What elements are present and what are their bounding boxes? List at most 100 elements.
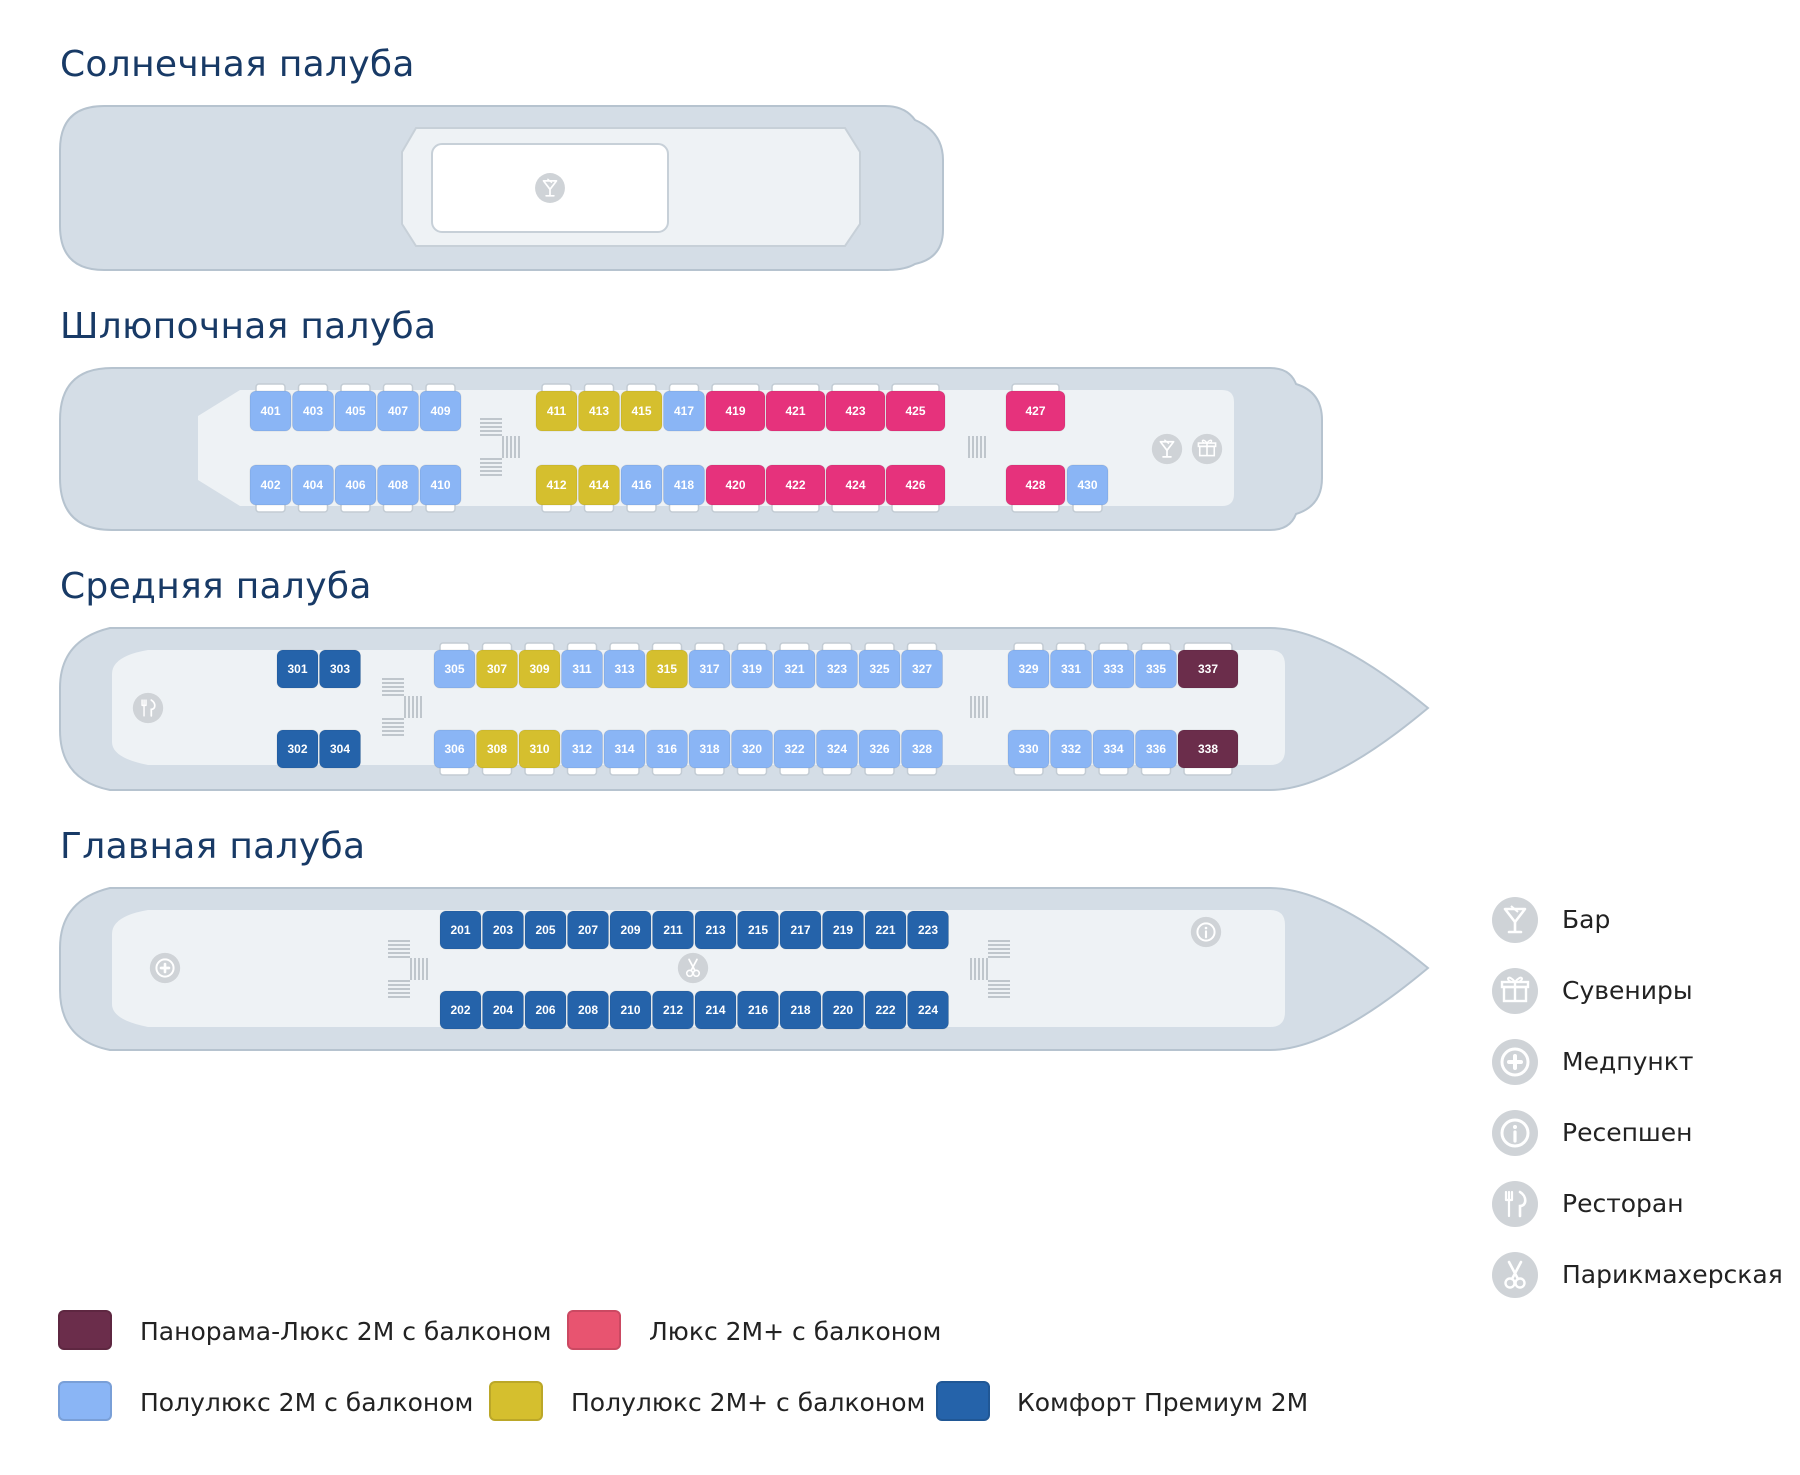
cabin-421[interactable]: 421 [765,383,826,432]
cabin-405[interactable]: 405 [334,383,377,432]
cabin-424[interactable]: 424 [825,464,886,513]
cabin-222[interactable]: 222 [864,990,907,1030]
cabin-404[interactable]: 404 [292,464,334,513]
cabin-312[interactable]: 312 [561,729,603,776]
cabin-208[interactable]: 208 [567,990,609,1030]
cabin-212[interactable]: 212 [652,990,694,1030]
cabin-408[interactable]: 408 [377,464,419,513]
cabin-206[interactable]: 206 [524,990,567,1030]
cabin-220[interactable]: 220 [822,990,864,1030]
cabin-number: 415 [631,404,651,418]
cabin-223[interactable]: 223 [907,910,949,950]
cabin-314[interactable]: 314 [603,729,646,776]
cabin-201[interactable]: 201 [439,910,482,950]
cabin-423[interactable]: 423 [825,383,886,432]
cabin-426[interactable]: 426 [885,464,946,513]
cabin-427[interactable]: 427 [1005,383,1066,432]
cabin-316[interactable]: 316 [646,729,688,776]
cabin-416[interactable]: 416 [620,464,663,513]
cabin-425[interactable]: 425 [885,383,946,432]
cabin-331[interactable]: 331 [1050,642,1092,689]
cabin-301[interactable]: 301 [276,649,319,689]
legend-swatch-semiplus [489,1381,543,1421]
cabin-413[interactable]: 413 [578,383,620,432]
cabin-210[interactable]: 210 [609,990,652,1030]
cabin-number: 335 [1146,662,1166,676]
legend-swatch-lux [567,1310,621,1350]
cabin-204[interactable]: 204 [482,990,524,1030]
cabin-number: 416 [631,478,651,492]
cabin-338[interactable]: 338 [1177,729,1239,776]
cabin-number: 202 [450,1003,470,1017]
cabin-309[interactable]: 309 [518,642,561,689]
cabin-306[interactable]: 306 [433,729,476,776]
cabin-number: 332 [1061,742,1081,756]
cabin-430[interactable]: 430 [1066,464,1109,513]
cabin-205[interactable]: 205 [524,910,567,950]
cabin-422[interactable]: 422 [765,464,826,513]
cabin-407[interactable]: 407 [377,383,419,432]
cabin-418[interactable]: 418 [663,464,705,513]
cabin-217[interactable]: 217 [779,910,822,950]
cabin-number: 215 [748,923,768,937]
cabin-334[interactable]: 334 [1092,729,1135,776]
cabin-317[interactable]: 317 [688,642,731,689]
cabin-313[interactable]: 313 [603,642,646,689]
cabin-319[interactable]: 319 [731,642,773,689]
cabin-330[interactable]: 330 [1007,729,1050,776]
cabin-414[interactable]: 414 [578,464,620,513]
cabin-207[interactable]: 207 [567,910,609,950]
cabin-328[interactable]: 328 [901,729,943,776]
cabin-211[interactable]: 211 [652,910,694,950]
cabin-332[interactable]: 332 [1050,729,1092,776]
cabin-224[interactable]: 224 [907,990,949,1030]
cabin-209[interactable]: 209 [609,910,652,950]
cabin-221[interactable]: 221 [864,910,907,950]
cabin-402[interactable]: 402 [249,464,292,513]
cabin-323[interactable]: 323 [816,642,858,689]
cabin-403[interactable]: 403 [292,383,334,432]
cabin-325[interactable]: 325 [858,642,901,689]
cabin-412[interactable]: 412 [535,464,578,513]
cabin-336[interactable]: 336 [1135,729,1177,776]
cabin-417[interactable]: 417 [663,383,705,432]
cabin-320[interactable]: 320 [731,729,773,776]
cabin-415[interactable]: 415 [620,383,663,432]
cabin-315[interactable]: 315 [646,642,688,689]
cabin-419[interactable]: 419 [705,383,766,432]
cabin-335[interactable]: 335 [1135,642,1177,689]
cabin-215[interactable]: 215 [737,910,779,950]
cabin-305[interactable]: 305 [433,642,476,689]
cabin-308[interactable]: 308 [476,729,518,776]
cabin-214[interactable]: 214 [694,990,737,1030]
cabin-202[interactable]: 202 [439,990,482,1030]
cabin-327[interactable]: 327 [901,642,943,689]
cabin-337[interactable]: 337 [1177,642,1239,689]
cabin-number: 428 [1025,478,1045,492]
cabin-406[interactable]: 406 [334,464,377,513]
cabin-326[interactable]: 326 [858,729,901,776]
cabin-311[interactable]: 311 [561,642,603,689]
cabin-322[interactable]: 322 [773,729,816,776]
cabin-203[interactable]: 203 [482,910,524,950]
cabin-410[interactable]: 410 [419,464,462,513]
cabin-401[interactable]: 401 [249,383,292,432]
cabin-428[interactable]: 428 [1005,464,1066,513]
cabin-216[interactable]: 216 [737,990,779,1030]
cabin-310[interactable]: 310 [518,729,561,776]
cabin-304[interactable]: 304 [319,729,361,769]
cabin-420[interactable]: 420 [705,464,766,513]
cabin-411[interactable]: 411 [535,383,578,432]
cabin-324[interactable]: 324 [816,729,858,776]
cabin-329[interactable]: 329 [1007,642,1050,689]
cabin-302[interactable]: 302 [276,729,319,769]
cabin-218[interactable]: 218 [779,990,822,1030]
cabin-318[interactable]: 318 [688,729,731,776]
cabin-213[interactable]: 213 [694,910,737,950]
cabin-303[interactable]: 303 [319,649,361,689]
cabin-219[interactable]: 219 [822,910,864,950]
cabin-333[interactable]: 333 [1092,642,1135,689]
cabin-321[interactable]: 321 [773,642,816,689]
cabin-409[interactable]: 409 [419,383,462,432]
cabin-307[interactable]: 307 [476,642,518,689]
